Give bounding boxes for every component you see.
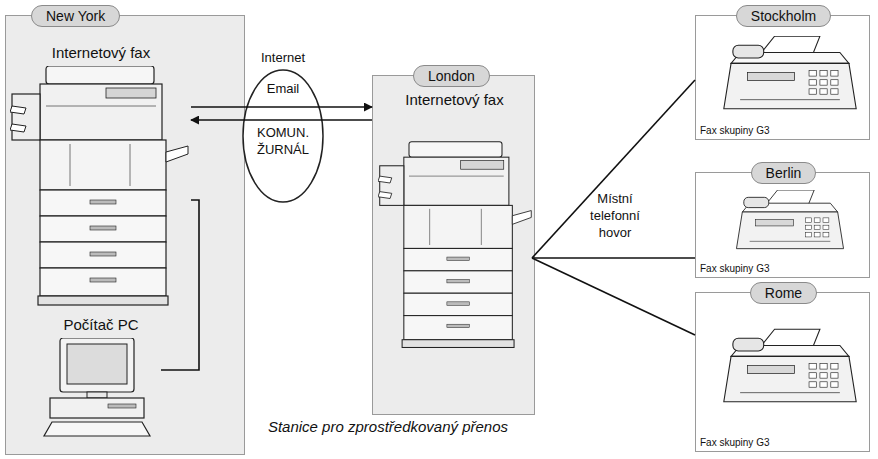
g3-site-box: StockholmFax skupiny G3 xyxy=(695,15,870,140)
device-type: Fax skupiny G3 xyxy=(700,263,769,275)
device-type: Fax skupiny G3 xyxy=(700,125,769,137)
site-box: Internetový faxPočítač PCNew York xyxy=(5,15,245,455)
connector-label: Místní telefonní hovor xyxy=(578,190,652,241)
site-tab: New York xyxy=(31,5,120,27)
connector-label: Email xyxy=(243,80,323,97)
internet-cloud xyxy=(243,70,323,202)
g3-site-box: RomeFax skupiny G3 xyxy=(695,292,870,452)
connection-line xyxy=(532,80,695,258)
relay-station-box: Internetový faxLondon xyxy=(372,75,535,415)
device-label: Internetový fax xyxy=(377,91,532,381)
device-type: Fax skupiny G3 xyxy=(700,437,769,449)
device-name: Počítač PC xyxy=(41,316,161,334)
device-name: Internetový fax xyxy=(11,44,191,62)
device-label: Internetový fax xyxy=(11,44,191,306)
connector-label: KOMUN. ŽURNÁL xyxy=(245,124,321,158)
device-name: Internetový fax xyxy=(377,91,532,109)
site-tab: Stockholm xyxy=(736,5,831,27)
connection-line xyxy=(532,258,695,335)
network-label: Internet xyxy=(233,49,333,66)
g3-site-box: BerlinFax skupiny G3 xyxy=(695,172,870,278)
site-tab: Rome xyxy=(750,282,817,304)
device-label: Počítač PC xyxy=(41,316,161,446)
site-tab: London xyxy=(413,65,490,87)
connection-line xyxy=(532,257,695,259)
caption-note: Stanice pro zprostředkovaný přenos xyxy=(238,418,538,435)
site-tab: Berlin xyxy=(751,162,817,184)
